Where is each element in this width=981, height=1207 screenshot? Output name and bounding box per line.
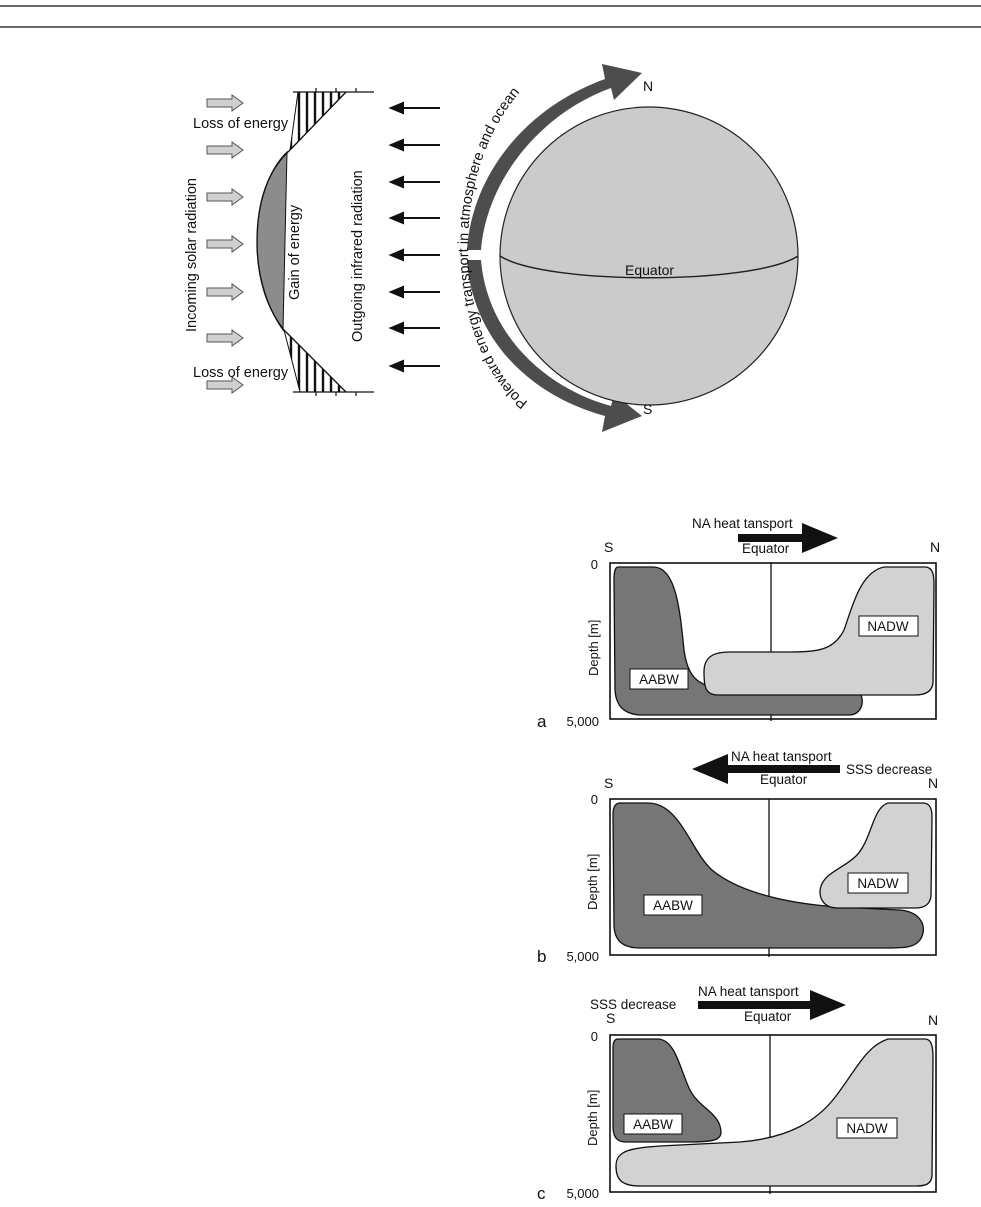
ns-north-label: N [928, 1012, 938, 1028]
equator-label: Equator [625, 262, 674, 278]
gain-of-energy-label: Gain of energy [287, 204, 303, 300]
header-rules [0, 5, 981, 28]
depth-bottom-label: 5,000 [566, 949, 599, 964]
nadw-label-box [836, 1117, 898, 1139]
depth-top-label: 0 [591, 557, 598, 572]
outgoing-infrared-radiation-label: Outgoing infrared radiation [350, 170, 366, 342]
section-panel-a: NA heat tansport Equator S N AABW NADW D… [537, 516, 940, 731]
solar-arrow [206, 329, 244, 347]
ns-south-label: S [604, 775, 613, 791]
gain-of-energy-area [256, 150, 288, 332]
heat-transport-label: NA heat tansport [698, 984, 799, 999]
aabw-label: AABW [633, 1117, 673, 1132]
nadw-label: NADW [867, 619, 909, 634]
section-panel-c: NA heat tansport Equator SSS decrease S … [537, 984, 938, 1203]
globe [499, 106, 799, 406]
equator-label: Equator [742, 541, 790, 556]
equator-line [499, 255, 799, 279]
aabw-label: AABW [639, 672, 679, 687]
loss-of-energy-top-label: Loss of energy [193, 116, 289, 132]
arrow-head [388, 248, 404, 262]
heat-transport-arrow [692, 754, 840, 784]
panel-letter: b [537, 947, 546, 966]
nadw-label: NADW [857, 876, 899, 891]
section-panel-b: NA heat tansport Equator SSS decrease S … [537, 749, 938, 966]
depth-axis-label: Depth [m] [585, 854, 600, 910]
curve-scale-bars [293, 88, 374, 396]
arrow-head [388, 321, 404, 335]
outgoing-infrared-arrows [388, 101, 440, 373]
south-label: S [643, 401, 652, 417]
heat-transport-arrow [698, 990, 846, 1020]
arrow-head [388, 359, 404, 373]
nadw-label-box [847, 872, 909, 894]
heat-transport-arrow [738, 523, 838, 553]
poleward-transport-arrow-south [467, 260, 642, 432]
depth-axis-label: Depth [m] [585, 1090, 600, 1146]
aabw-label: AABW [653, 898, 693, 913]
nadw-region [703, 566, 935, 696]
arrow-head [388, 138, 404, 152]
north-label: N [643, 78, 653, 94]
ns-north-label: N [928, 775, 938, 791]
aabw-label-box [629, 668, 689, 690]
nadw-label: NADW [846, 1121, 888, 1136]
ns-north-label: N [930, 539, 940, 555]
equator-label: Equator [760, 772, 808, 787]
ns-south-label: S [604, 539, 613, 555]
energy-balance-diagram: Loss of energy Loss of energy Gain of en… [184, 64, 799, 432]
solar-arrow [206, 188, 244, 206]
energy-balance-curve [256, 91, 347, 393]
solar-arrow [206, 376, 244, 394]
nadw-label-box [858, 615, 919, 637]
sss-decrease-label: SSS decrease [846, 762, 932, 777]
panel-letter: c [537, 1184, 546, 1202]
aabw-label-box [643, 894, 703, 916]
solar-arrow [206, 283, 244, 301]
ns-south-label: S [606, 1010, 615, 1026]
depth-bottom-label: 5,000 [566, 1186, 599, 1201]
solar-arrow [206, 94, 244, 112]
arrow-head [388, 285, 404, 299]
incoming-solar-radiation-label: Incoming solar radiation [184, 178, 200, 332]
heat-transport-label: NA heat tansport [692, 516, 793, 531]
depth-top-label: 0 [591, 1029, 598, 1044]
solar-arrow [206, 235, 244, 253]
equator-label: Equator [744, 1009, 792, 1024]
panel-letter: a [537, 712, 547, 731]
arrow-head [388, 175, 404, 189]
nadw-region [615, 1038, 934, 1187]
depth-axis-label: Depth [m] [586, 620, 601, 676]
depth-bottom-label: 5,000 [566, 714, 599, 729]
incoming-solar-arrows [206, 94, 244, 394]
heat-transport-label: NA heat tansport [731, 749, 832, 764]
arrow-head [388, 211, 404, 225]
loss-of-energy-bottom-label: Loss of energy [193, 365, 289, 381]
aabw-label-box [623, 1113, 683, 1135]
depth-top-label: 0 [591, 792, 598, 807]
sss-decrease-label: SSS decrease [590, 997, 676, 1012]
solar-arrow [206, 141, 244, 159]
poleward-transport-arrow-north [467, 64, 642, 250]
arrow-head [388, 101, 404, 115]
